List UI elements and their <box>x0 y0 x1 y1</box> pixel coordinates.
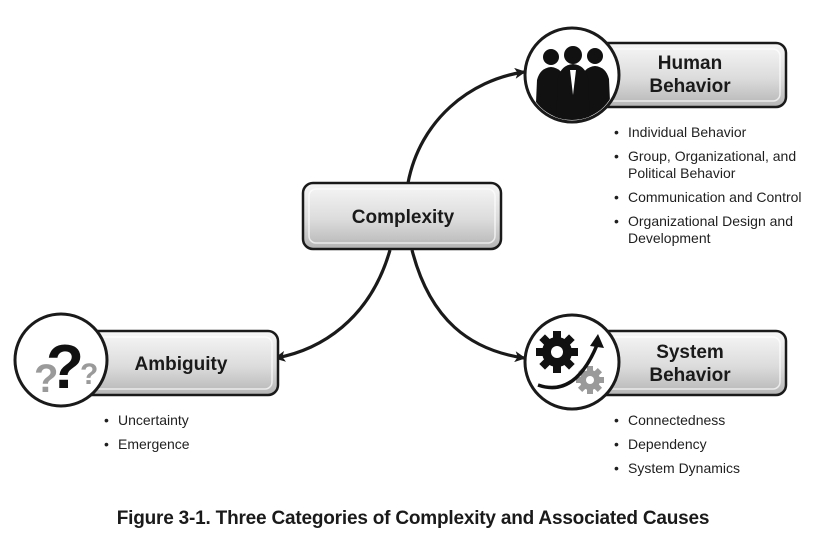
list-item: Individual Behavior <box>614 124 819 141</box>
gears-icon <box>523 313 621 411</box>
system-behavior-causes-list: Connectedness Dependency System Dynamics <box>614 412 814 484</box>
arrow-to-ambiguity <box>274 249 392 362</box>
list-item: Connectedness <box>614 412 814 429</box>
human-behavior-label-line1: Human <box>658 53 722 74</box>
list-item: System Dynamics <box>614 460 814 477</box>
human-behavior-node: Human Behavior <box>578 41 788 109</box>
figure-caption: Figure 3-1. Three Categories of Complexi… <box>116 508 710 529</box>
svg-text:?: ? <box>80 358 98 391</box>
ambiguity-label: Ambiguity <box>135 354 228 375</box>
complexity-label: Complexity <box>352 207 455 228</box>
system-behavior-label-line2: Behavior <box>649 365 731 386</box>
list-item: Emergence <box>104 436 284 453</box>
list-item: Communication and Control <box>614 189 819 206</box>
ambiguity-causes-list: Uncertainty Emergence <box>104 412 284 460</box>
system-behavior-label-line1: System <box>656 342 724 363</box>
svg-text:?: ? <box>46 333 84 402</box>
question-marks-icon: ? ? ? <box>13 312 109 408</box>
list-item: Dependency <box>614 436 814 453</box>
arrow-to-human-behavior <box>406 67 526 184</box>
human-behavior-causes-list: Individual Behavior Group, Organizationa… <box>614 124 819 254</box>
complexity-node: Complexity <box>301 181 503 251</box>
list-item: Group, Organizational, and Political Beh… <box>614 148 819 182</box>
arrow-to-system-behavior <box>410 249 526 363</box>
business-people-icon <box>523 26 621 124</box>
human-behavior-label-line2: Behavior <box>649 76 731 97</box>
list-item: Uncertainty <box>104 412 284 429</box>
list-item: Organizational Design and Development <box>614 213 819 247</box>
svg-text:?: ? <box>34 357 58 401</box>
